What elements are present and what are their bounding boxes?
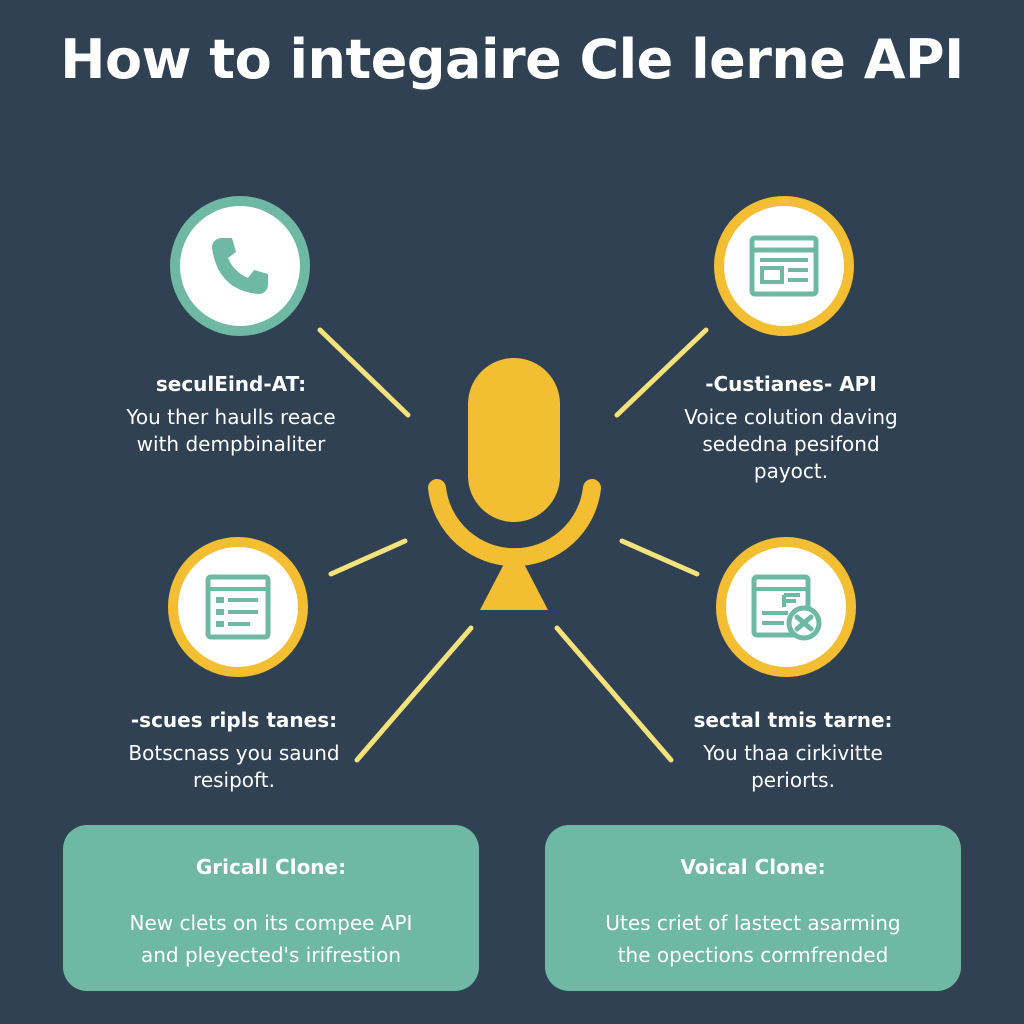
card-title: Gricall Clone:: [195, 855, 347, 879]
description-line: and pleyected's irifrestion: [141, 943, 401, 967]
node-heading: seculEind-AT:: [155, 372, 307, 396]
description-line: Botscnass you saund: [128, 741, 340, 765]
node-list-document: [168, 537, 308, 677]
card-description: New clets on its compee API and pleyecte…: [63, 907, 479, 971]
node-description: Voice colution daving sededna pesifond p…: [641, 404, 941, 485]
description-line: the opections cormfrended: [617, 943, 889, 967]
microphone-icon: [428, 358, 601, 610]
document-settings-icon: [751, 574, 822, 641]
description-line: You ther haulls reace: [126, 405, 336, 429]
description-line: periorts.: [751, 768, 835, 792]
card-voical-clone: Voical Clone: Utes criet of lastect asar…: [545, 825, 961, 991]
connector-bottom-left: [354, 625, 474, 763]
description-line: with dempbinaliter: [136, 432, 326, 456]
description-line: You thaa cirkivitte: [703, 741, 883, 765]
node-description: Botscnass you saund resipoft.: [84, 740, 384, 794]
connector-top-right: [614, 327, 709, 418]
card-gricall-clone: Gricall Clone: New clets on its compee A…: [63, 825, 479, 991]
description-line: Utes criet of lastect asarming: [605, 911, 901, 935]
description-line: resipoft.: [193, 768, 275, 792]
node-document-settings: [716, 537, 856, 677]
card-title: Voical Clone:: [680, 855, 826, 879]
node-heading: -Custianes- API: [705, 372, 877, 396]
connector-mid-right: [619, 538, 700, 577]
description-line: Voice colution daving: [684, 405, 898, 429]
node-phone: [170, 196, 310, 336]
description-line: New clets on its compee API: [129, 911, 413, 935]
node-list-document-label: -scues ripls tanes: Botscnass you saund …: [84, 708, 384, 794]
phone-icon: [212, 238, 268, 294]
browser-window-icon: [749, 235, 819, 297]
node-description: You thaa cirkivitte periorts.: [643, 740, 943, 794]
description-line: payoct.: [753, 459, 829, 483]
description-line: sededna pesifond: [702, 432, 880, 456]
node-document-settings-label: sectal tmis tarne: You thaa cirkivitte p…: [643, 708, 943, 794]
connector-mid-left: [328, 538, 408, 577]
card-description: Utes criet of lastect asarming the opect…: [545, 907, 961, 971]
node-browser: [714, 196, 854, 336]
node-heading: sectal tmis tarne:: [693, 708, 893, 732]
node-heading: -scues ripls tanes:: [130, 708, 338, 732]
node-phone-label: seculEind-AT: You ther haulls reace with…: [81, 372, 381, 458]
connector-bottom-right: [554, 625, 674, 763]
connector-top-left: [317, 327, 411, 418]
node-browser-label: -Custianes- API Voice colution daving se…: [641, 372, 941, 485]
node-description: You ther haulls reace with dempbinaliter: [81, 404, 381, 458]
page-title: How to integaire Cle lerne API: [60, 28, 964, 91]
list-document-icon: [205, 574, 271, 640]
